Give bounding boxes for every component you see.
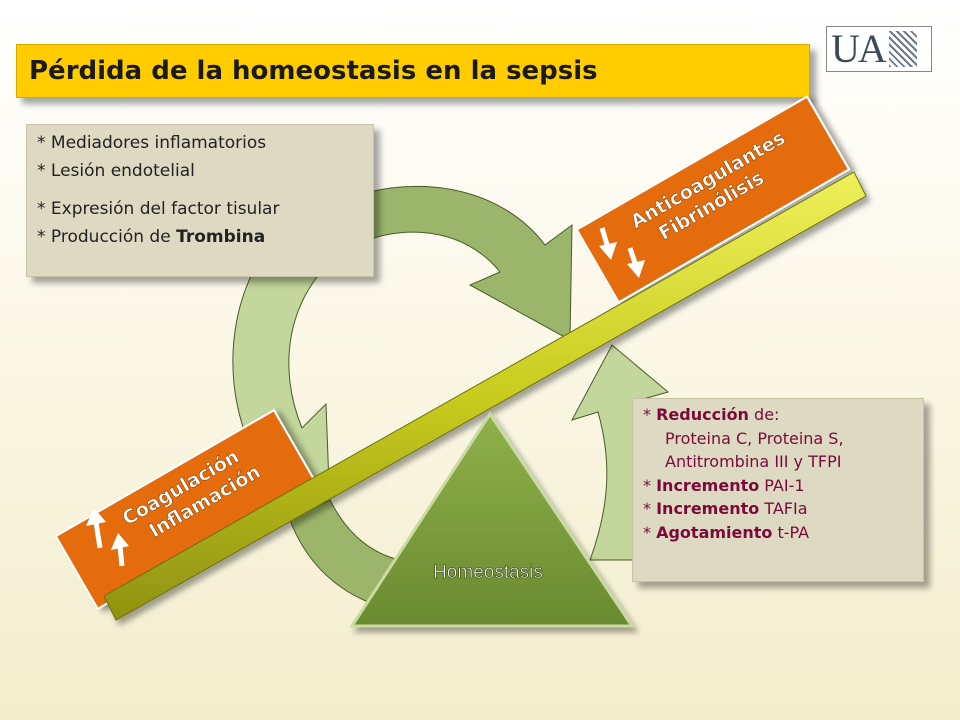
tafia-line: * Incremento TAFIa: [643, 499, 808, 518]
inflammation-mediators-box: * Mediadores inflamatorios * Lesión endo…: [26, 124, 374, 277]
logo-mark-icon: [888, 31, 917, 67]
increase-arrow-icon: [86, 508, 129, 567]
title-bar: Pérdida de la homeostasis en la sepsis: [16, 44, 810, 98]
cycle-arrow-top: [329, 185, 573, 341]
balance-beam: [103, 171, 867, 621]
pai-line: * Incremento PAI-1: [643, 475, 805, 495]
lesion-line: * Lesión endotelial: [37, 161, 195, 181]
reduccion-line: * Reducción de:: [643, 405, 780, 424]
proteina-line: Proteina C, Proteina S,: [665, 428, 844, 448]
factor-tisular-line: * Expresión del factor tisular: [37, 199, 280, 219]
trombina-line: * Producción de Trombina: [37, 227, 266, 247]
logo-text: UA: [831, 26, 887, 71]
uam-logo: UA: [826, 26, 932, 72]
decrease-arrow-icon: [599, 227, 645, 278]
mediadores-line: * Mediadores inflamatorios: [37, 133, 267, 153]
homeostasis-label: Homeostasis: [433, 562, 543, 583]
page-title: Pérdida de la homeostasis en la sepsis: [29, 56, 598, 86]
tpa-line: * Agotamiento t-PA: [643, 522, 810, 542]
anticoagulantes-label-box: [575, 95, 851, 304]
antitrombina-line: Antitrombina III y TFPI: [665, 452, 842, 471]
homeostasis-fulcrum: [349, 411, 635, 628]
anticoagulant-changes-box: * Reducción de: Proteina C, Proteina S, …: [632, 398, 924, 582]
